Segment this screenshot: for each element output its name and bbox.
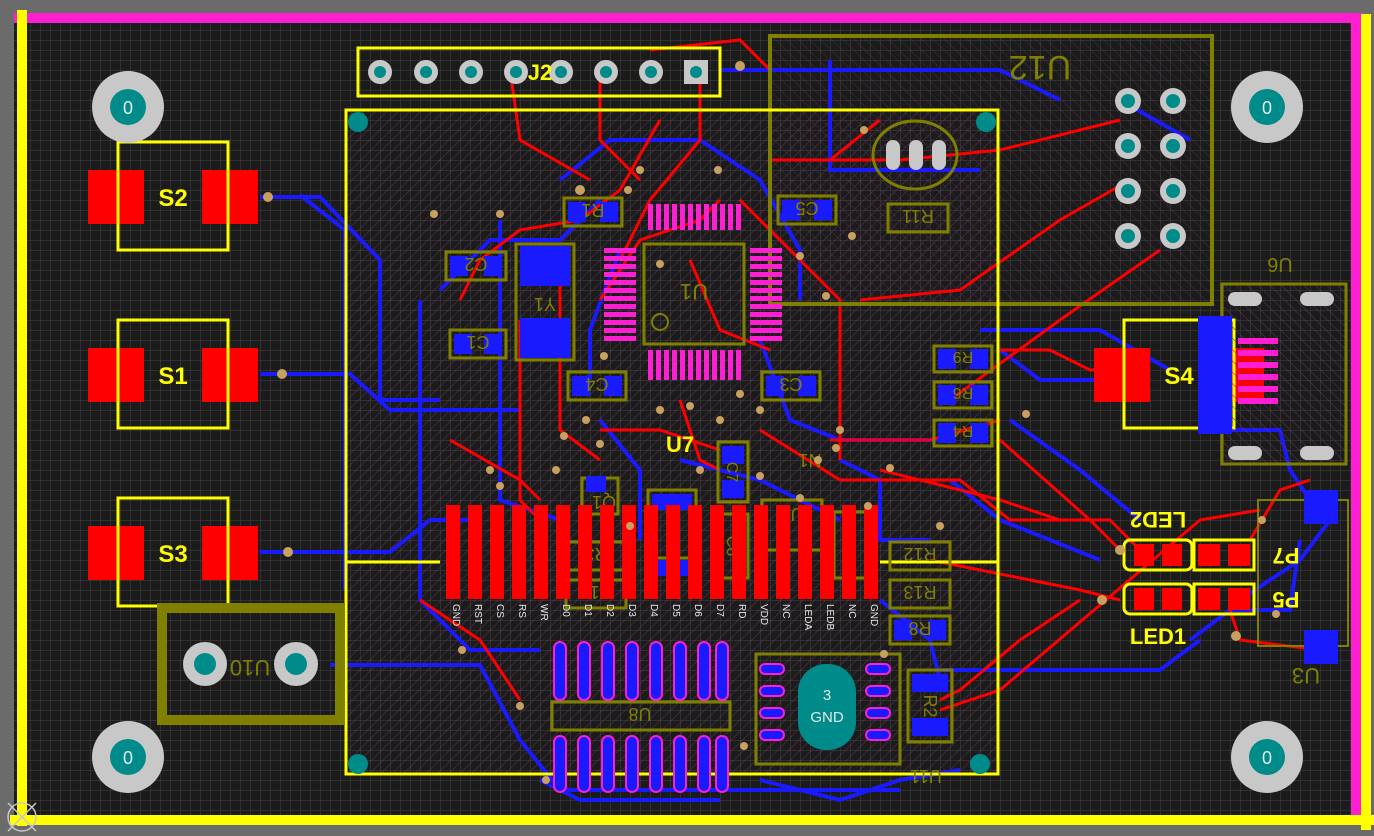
lcd-pin-label: GND (868, 604, 879, 626)
lcd-pin-label: GND (450, 604, 461, 626)
r1-bottom-label: R1 (581, 200, 604, 220)
mounting-hole-bottom-left[interactable]: 0 (92, 721, 164, 793)
u1-outline[interactable] (642, 242, 746, 346)
c1-label: C1 (466, 332, 489, 352)
r12-label: R12 (903, 544, 936, 564)
gnd-pad-net: 3 (823, 687, 831, 704)
switch-s1[interactable]: S1 (88, 318, 258, 430)
u1-label: U1 (680, 279, 708, 304)
j2-label: J2 (528, 60, 552, 85)
u7-corner-holes (348, 112, 996, 774)
led1[interactable]: LED1 (1122, 582, 1194, 649)
u6-pads (1198, 292, 1334, 460)
u12-outline[interactable] (768, 34, 1214, 306)
u8-label: U8 (628, 704, 651, 724)
lcd-pin-label: LEDB (824, 604, 835, 630)
gnd-pad-name: GND (810, 709, 844, 726)
mounting-hole-label: 0 (1262, 98, 1272, 118)
r5[interactable]: P5 (1192, 582, 1300, 616)
vias (263, 61, 1280, 784)
lcd-pin-label: D1 (582, 604, 593, 617)
mounting-hole-label: 0 (1262, 748, 1272, 768)
s4-label: S4 (1164, 363, 1194, 390)
s1-label: S1 (158, 363, 187, 390)
c2-label: C2 (464, 254, 487, 274)
y1-crystal[interactable]: Y1 (514, 242, 576, 362)
u7-label: U7 (666, 432, 694, 457)
s2-label: S2 (158, 185, 187, 212)
lcd-pin-label: RST (472, 604, 483, 624)
c4-label: C4 (585, 374, 608, 394)
r13-label: R13 (903, 582, 936, 602)
lcd-pin-label: D0 (560, 604, 571, 617)
u11-pads (759, 663, 891, 741)
u3-pad-bottom (1304, 630, 1338, 664)
u6-label: U6 (1267, 253, 1293, 275)
lcd-pin-label: D3 (626, 604, 637, 617)
switch-s2[interactable]: S2 (88, 140, 258, 252)
lcd-pin-label: WR (538, 604, 549, 621)
u1-pads (604, 204, 782, 380)
lcd-pin-label: VDD (758, 604, 769, 625)
mounting-hole-label: 0 (123, 98, 133, 118)
y1-label: Y1 (534, 294, 556, 314)
bottom-smd-parts: R1 C5 R11 C2 C1 C4 C3 R9 R6 R4 R3 R10 R1 (444, 194, 994, 744)
s3-label: S3 (158, 541, 187, 568)
u8-pads (553, 641, 729, 793)
u12-oval-outline (871, 119, 959, 191)
switch-s3[interactable]: S3 (88, 496, 258, 608)
c3-label: C3 (779, 374, 802, 394)
j2-header-outline[interactable] (356, 46, 722, 98)
u3-label: U3 (1292, 663, 1320, 688)
u10-outline[interactable] (157, 603, 345, 725)
u12-transistor-pins (886, 140, 946, 170)
u3-pad-top (1304, 490, 1338, 524)
r11-label: R11 (902, 206, 934, 226)
r8-label: R8 (908, 618, 931, 638)
lcd-pin-labels: GND RST CS RS WR D0 D1 D2 D3 D4 D5 D6 D7 RD VDD NC LEDA L… (450, 604, 879, 630)
r9-label: R9 (953, 348, 974, 365)
lcd-pin-label: D6 (692, 604, 703, 617)
r5-label: P5 (1273, 587, 1300, 612)
led2-label: LED2 (1130, 507, 1186, 532)
lcd-pin-label: D4 (648, 604, 659, 617)
mounting-hole-label: 0 (123, 748, 133, 768)
led2[interactable]: LED2 (1122, 507, 1194, 572)
lcd-pin-label: D5 (670, 604, 681, 617)
n1-label: N1 (798, 450, 821, 470)
lcd-fpc-pads (446, 505, 878, 599)
lcd-pin-label: NC (780, 604, 791, 618)
lcd-pin-label: CS (494, 604, 505, 618)
r7[interactable]: P7 (1192, 538, 1300, 572)
led1-label: LED1 (1130, 624, 1186, 649)
lcd-pin-label: RS (516, 604, 527, 618)
lcd-pin-label: NC (846, 604, 857, 618)
r4-label: R4 (953, 422, 974, 439)
j2-pins (368, 60, 708, 84)
lcd-pin-label: D7 (714, 604, 725, 617)
u11-label: U11 (910, 766, 942, 786)
u10-label: U10 (230, 655, 270, 680)
r6-label: R6 (953, 384, 974, 401)
u8-outline[interactable] (550, 700, 732, 732)
mounting-hole-top-right[interactable]: 0 (1231, 71, 1303, 143)
gnd-thermal-pad[interactable] (798, 664, 856, 750)
origin-marker-icon (7, 802, 37, 832)
r2-label: R2 (920, 694, 940, 717)
u7-lcd-outline[interactable] (344, 108, 1000, 776)
u3-outline[interactable] (1257, 499, 1349, 647)
lcd-pin-label: LEDA (802, 604, 813, 630)
u12-pins (1115, 88, 1186, 249)
u1-pin1-marker (651, 313, 669, 331)
mounting-hole-bottom-right[interactable]: 0 (1231, 721, 1303, 793)
lcd-pin-label: D2 (604, 604, 615, 617)
lcd-pin-label: RD (736, 604, 747, 618)
u11-outline[interactable] (754, 652, 902, 766)
c7-label: C7 (723, 462, 740, 483)
c5-label: C5 (795, 198, 818, 218)
mounting-hole-top-left[interactable]: 0 (92, 71, 164, 143)
u12-label: U12 (1009, 48, 1071, 86)
r7-label: P7 (1273, 543, 1300, 568)
